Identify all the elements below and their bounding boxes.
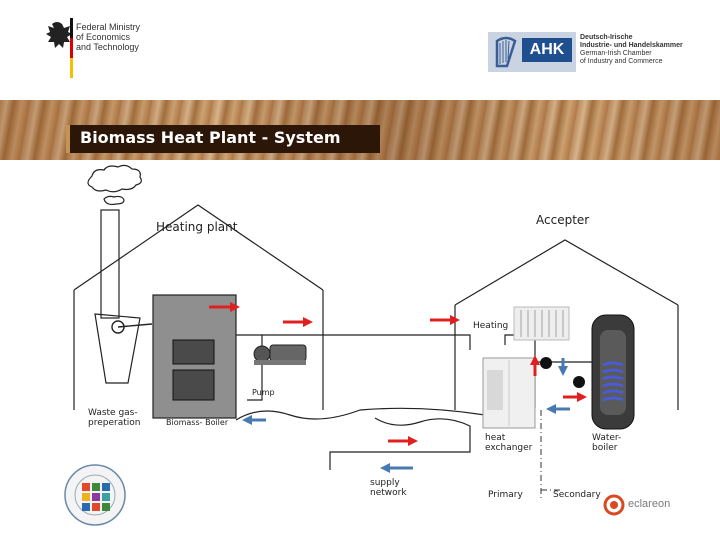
accepter-label: Accepter (536, 213, 590, 227)
header-logos: Federal Ministry of Economics and Techno… (0, 0, 720, 100)
flow-arrow-cold (242, 415, 266, 425)
waste-gas-cyclone (94, 313, 141, 384)
chamber-name: Deutsch-Irische Industrie- und Handelska… (580, 34, 683, 65)
accepter-house (454, 239, 679, 306)
ministry-name: Federal Ministry of Economics and Techno… (76, 22, 141, 52)
secondary-label: Secondary (553, 490, 601, 500)
eclareon-logo-icon (603, 494, 625, 516)
circulation-pump-dot (573, 376, 585, 388)
pump-icon (253, 344, 307, 365)
smoke-cloud (87, 164, 142, 193)
eclareon-wordmark: eclareon (628, 498, 671, 510)
circulation-pump-dot (540, 357, 552, 369)
pipe-return (235, 407, 486, 421)
harp-icon (495, 36, 517, 68)
ahk-logo: AHK (488, 32, 576, 72)
pipe-to-network (262, 334, 471, 350)
water-boiler-tank (591, 314, 635, 430)
chimney (100, 209, 120, 319)
ahk-wordmark: AHK (522, 38, 572, 62)
flow-arrow-hot (283, 317, 313, 327)
supply-network-label: supply network (370, 478, 407, 498)
heating-label: Heating (473, 321, 509, 331)
eagle-emblem-icon (46, 18, 73, 78)
pump-label: Pump (252, 388, 275, 397)
flow-arrow-hot (563, 392, 587, 402)
heat-exchanger-label: heat exchanger (485, 433, 533, 453)
radiator-icon (513, 306, 570, 341)
biomass-boiler-label: Biomass- Boiler (166, 418, 229, 427)
pipe-supply (236, 334, 263, 401)
flow-arrow-cold (558, 358, 568, 376)
renewables-badge-icon (64, 464, 126, 526)
heating-plant-house (73, 204, 324, 291)
flow-arrow-hot (530, 355, 540, 376)
flow-arrow-hot (430, 315, 460, 325)
heating-plant-label: Heating plant (156, 220, 238, 234)
heat-exchanger-unit (482, 357, 536, 429)
primary-label: Primary (488, 490, 523, 500)
pipe-ground (329, 417, 471, 470)
flow-arrow-hot (388, 436, 418, 446)
system-diagram (64, 164, 679, 526)
water-boiler-label: Water- boiler (592, 433, 622, 453)
flow-arrow-cold (546, 404, 570, 414)
flow-arrow-cold (380, 463, 413, 473)
smoke-puff (103, 195, 125, 206)
slide-title: Biomass Heat Plant - System (80, 128, 341, 147)
waste-gas-label: Waste gas- preperation (88, 408, 141, 428)
title-box (66, 125, 380, 153)
flow-arrow-hot (209, 302, 240, 312)
